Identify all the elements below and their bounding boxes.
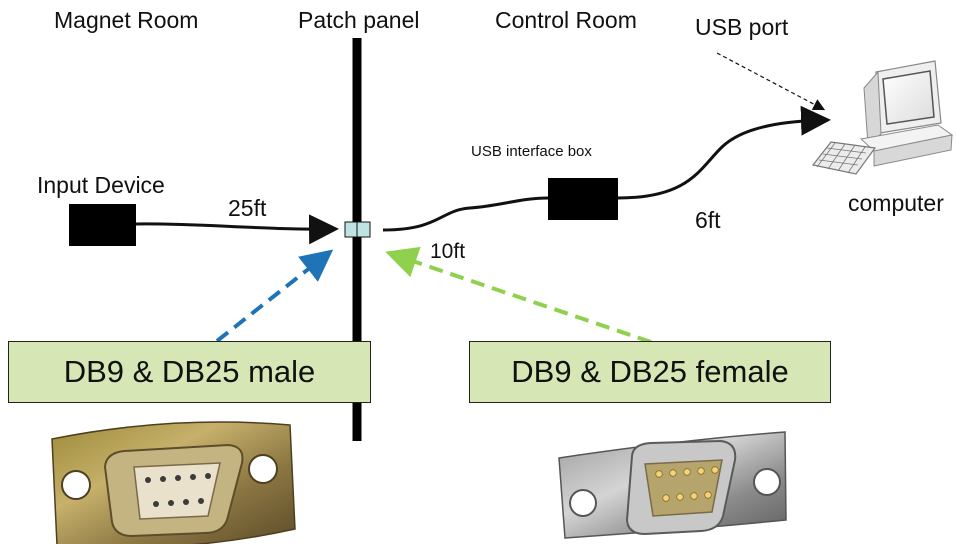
input-device-box [69, 204, 136, 246]
magnet-room-label: Magnet Room [54, 7, 199, 33]
usb-port-label: USB port [695, 14, 789, 40]
cable-length-6ft: 6ft [695, 207, 721, 233]
male-connector-callout: DB9 & DB25 male [8, 341, 371, 403]
cable-length-10ft: 10ft [430, 240, 466, 263]
cable-panel-to-box [382, 196, 549, 232]
usb-interface-box [548, 178, 618, 220]
female-connector-photo [51, 421, 296, 544]
usb-port-pointer [716, 52, 826, 111]
cable-input-to-panel [135, 214, 339, 245]
usb-interface-box-label: USB interface box [471, 143, 592, 160]
cable-box-to-computer [617, 105, 831, 200]
control-room-label: Control Room [495, 7, 637, 33]
computer-icon [811, 60, 954, 175]
female-connector-callout: DB9 & DB25 female [469, 341, 831, 403]
cable-length-25ft: 25ft [228, 195, 267, 221]
input-device-label: Input Device [37, 172, 165, 198]
patch-panel-label: Patch panel [298, 7, 420, 33]
computer-label: computer [848, 190, 944, 216]
female-connector-arrow [385, 246, 652, 344]
male-connector-photo [558, 431, 787, 539]
male-connector-arrow [215, 249, 334, 343]
